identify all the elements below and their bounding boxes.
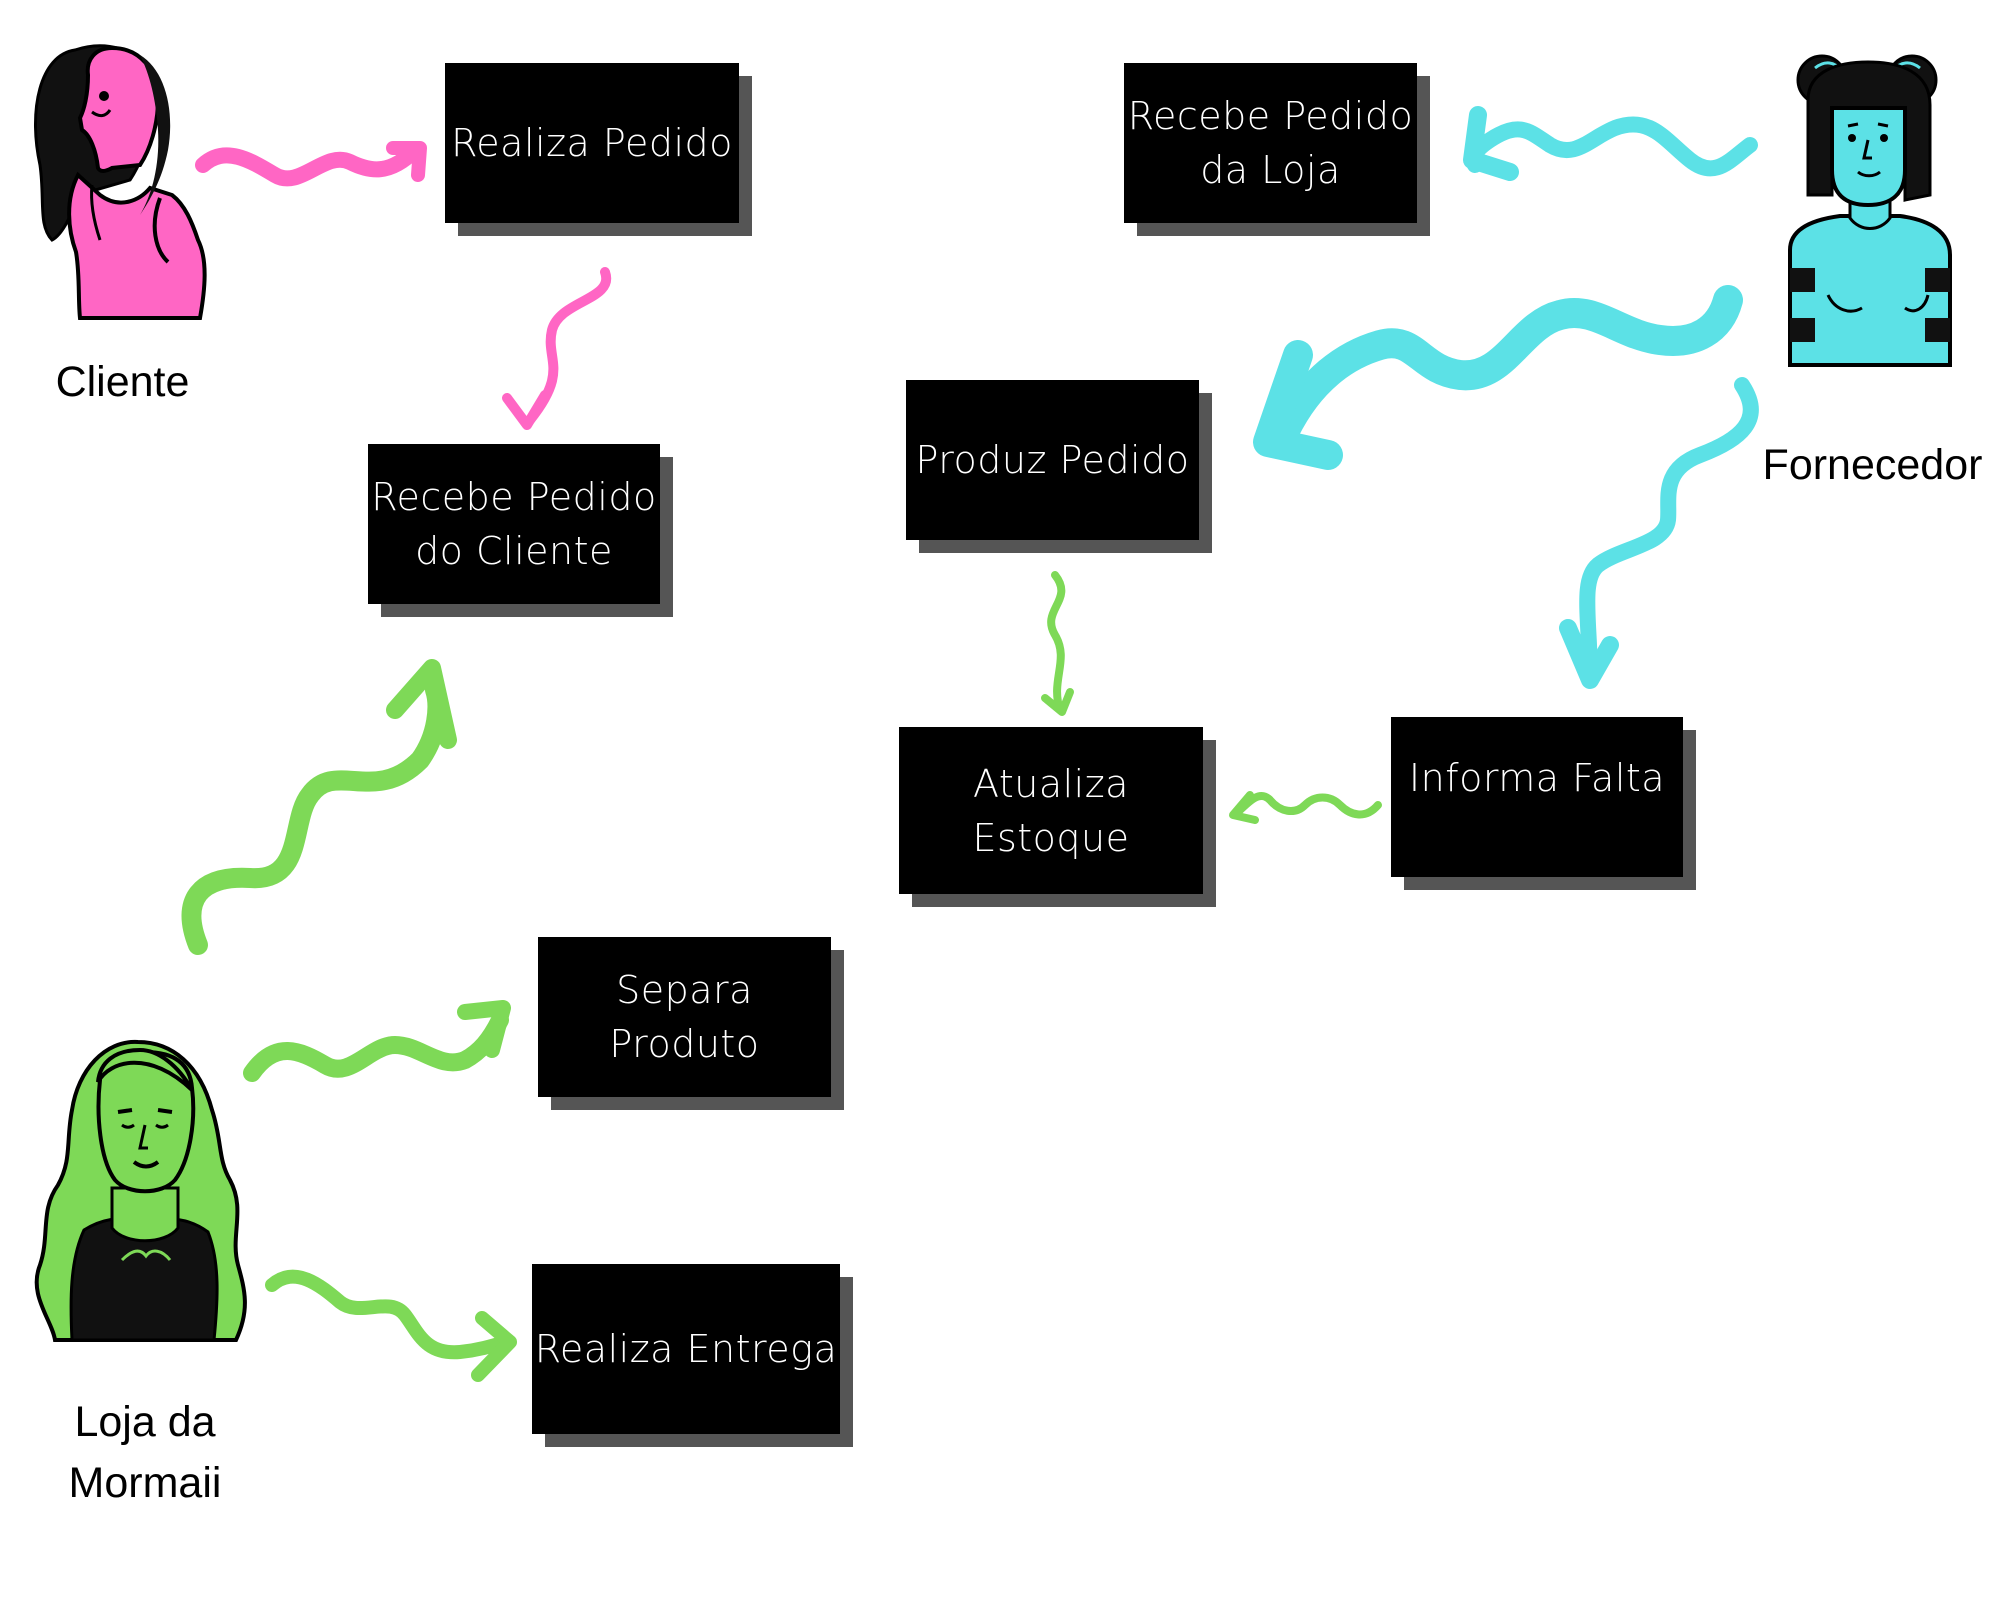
actor-label-cliente: Cliente <box>55 358 190 406</box>
box-produz-pedido-label: Produz Pedido <box>915 438 1190 482</box>
box-recebe-pedido-da-loja-label: Recebe Pedido da Loja <box>1127 94 1414 192</box>
arrow-loja-to-realiza-entrega <box>265 1269 517 1382</box>
box-atualiza-estoque-label: Atualiza Estoque <box>972 761 1130 860</box>
arrow-fornecedor-to-informa <box>1559 377 1759 689</box>
box-informa-falta-label: Informa Falta <box>1408 756 1666 800</box>
arrow-loja-to-recebe-cliente <box>181 659 457 955</box>
arrow-cliente-to-realiza-pedido <box>195 141 427 187</box>
arrow-produz-to-atualiza <box>1041 571 1074 716</box>
woman-green-avatar-icon <box>34 1039 247 1342</box>
box-recebe-pedido-do-cliente: Recebe Pedido do Cliente <box>368 444 660 604</box>
arrow-informa-to-atualiza <box>1229 791 1382 824</box>
box-atualiza-estoque: Atualiza Estoque <box>899 727 1203 894</box>
box-realiza-entrega-label: Realiza Entrega <box>534 1327 838 1371</box>
box-realiza-pedido-label: Realiza Pedido <box>451 121 733 165</box>
arrow-realiza-to-recebe-cliente <box>502 267 612 430</box>
box-separa-produto-label: Separa Produto <box>609 968 760 1066</box>
actor-label-loja-da-mormaii: Loja da Mormaii <box>68 1398 222 1507</box>
box-realiza-entrega: Realiza Entrega <box>532 1264 840 1434</box>
box-produz-pedido: Produz Pedido <box>906 380 1199 540</box>
arrow-fornecedor-to-produz <box>1253 285 1743 470</box>
arrow-fornecedor-to-recebe-loja <box>1463 106 1758 181</box>
actor-label-fornecedor: Fornecedor <box>1762 441 1983 489</box>
box-realiza-pedido: Realiza Pedido <box>445 63 739 223</box>
woman-pink-avatar-icon <box>34 44 207 320</box>
person-cyan-avatar-icon <box>1788 54 1952 367</box>
arrow-loja-to-separa-produto <box>243 1000 511 1082</box>
box-separa-produto: Separa Produto <box>538 937 831 1097</box>
box-recebe-pedido-da-loja: Recebe Pedido da Loja <box>1124 63 1417 223</box>
box-informa-falta: Informa Falta <box>1391 717 1683 877</box>
box-recebe-pedido-do-cliente-label: Recebe Pedido do Cliente <box>371 475 657 573</box>
